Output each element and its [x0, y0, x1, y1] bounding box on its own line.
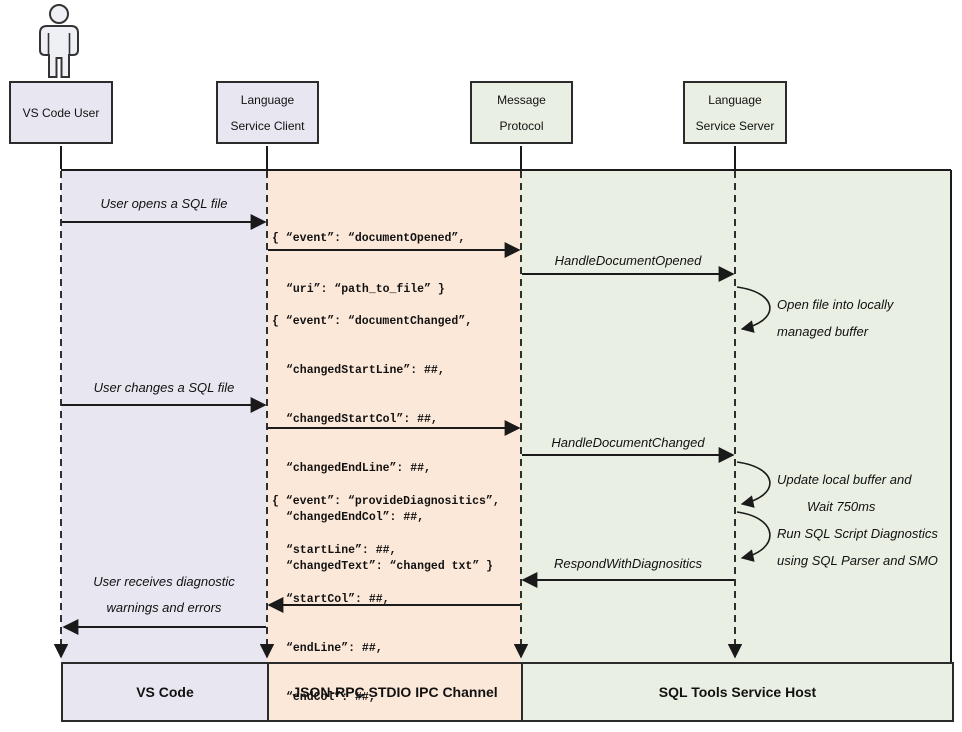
note-line: using SQL Parser and SMO: [777, 553, 938, 568]
note-line: managed buffer: [777, 324, 869, 339]
label-user-changes-sql-file: User changes a SQL file: [93, 380, 235, 395]
note-update-buffer: Update local buffer and Wait 750ms: [777, 466, 911, 520]
message-arrows: [62, 214, 735, 635]
actor-message-protocol: Message Protocol: [470, 81, 573, 144]
note-line: Update local buffer and: [777, 472, 912, 487]
label-user-receives-line2: warnings and errors: [106, 600, 222, 615]
lifelines: [53, 171, 743, 659]
footer-label: JSON-RPC STDIO IPC Channel: [292, 684, 498, 700]
json-line: “startLine”: ##,: [286, 544, 397, 557]
actor-language-service-server: Language Service Server: [683, 81, 787, 144]
lane-ipc-channel: [267, 170, 521, 662]
json-line: “endCol”: ##,: [286, 691, 376, 704]
actor-label-line1: Message: [497, 92, 546, 107]
note-run-diagnostics: Run SQL Script Diagnostics using SQL Par…: [777, 520, 938, 574]
self-loops: [736, 286, 771, 562]
json-line: “changedEndCol”: ##,: [286, 511, 425, 524]
footer-vscode: VS Code: [61, 662, 269, 722]
actor-label-line1: Language: [240, 92, 295, 107]
footer-label: SQL Tools Service Host: [658, 684, 817, 700]
footer-sql-tools-service-host: SQL Tools Service Host: [521, 662, 954, 722]
footer-label: VS Code: [136, 684, 194, 700]
json-line: “uri”: “path_to_file” }: [286, 283, 445, 296]
note-open-file: Open file into locally managed buffer: [777, 291, 893, 345]
json-line: “endLine”: ##,: [286, 642, 383, 655]
lane-vscode: [61, 170, 267, 662]
json-line: “changedEndLine”: ##,: [286, 462, 431, 475]
actor-label-line2: Service Server: [695, 118, 775, 133]
loop-update-buffer: [736, 461, 771, 508]
json-line: { “event”: “documentOpened”,: [272, 232, 466, 245]
note-line: Run SQL Script Diagnostics: [777, 526, 938, 541]
note-line: Open file into locally: [777, 297, 894, 312]
json-line: “startCol”: ##,: [286, 593, 390, 606]
actor-label-line1: Language: [708, 92, 762, 107]
json-document-changed: { “event”: “documentChanged”, “changedSt…: [272, 284, 493, 604]
actor-label-line2: Protocol: [499, 118, 544, 133]
json-document-opened: { “event”: “documentOpened”, “uri”: “pat…: [272, 200, 465, 328]
json-line: “changedText”: “changed txt” }: [286, 560, 494, 573]
label-handle-document-opened: HandleDocumentOpened: [554, 253, 702, 268]
json-line: { “event”: “documentChanged”,: [272, 315, 473, 328]
loop-open-buffer: [736, 286, 771, 333]
json-line: “changedStartLine”: ##,: [286, 364, 445, 377]
actor-label: VS Code User: [22, 105, 100, 120]
label-user-receives-line1: User receives diagnostic: [93, 574, 235, 589]
footer-json-rpc-channel: JSON-RPC STDIO IPC Channel: [267, 662, 523, 722]
label-handle-document-changed: HandleDocumentChanged: [551, 435, 705, 450]
json-provide-diagnostics: { “event”: “provideDiagnositics”, “start…: [272, 464, 500, 732]
loop-run-diagnostics: [736, 511, 771, 562]
user-stick-figure-icon: [39, 4, 79, 78]
actor-label-line2: Service Client: [230, 118, 305, 133]
lifeline-stubs: [60, 146, 736, 169]
actor-vscode-user: VS Code User: [9, 81, 113, 144]
note-line: Wait 750ms: [807, 499, 876, 514]
actor-language-service-client: Language Service Client: [216, 81, 319, 144]
json-line: { “event”: “provideDiagnositics”,: [272, 495, 500, 508]
label-user-opens-sql-file: User opens a SQL file: [100, 196, 228, 211]
label-respond-with-diagnostics: RespondWithDiagnositics: [553, 556, 702, 571]
json-line: “changedStartCol”: ##,: [286, 413, 438, 426]
